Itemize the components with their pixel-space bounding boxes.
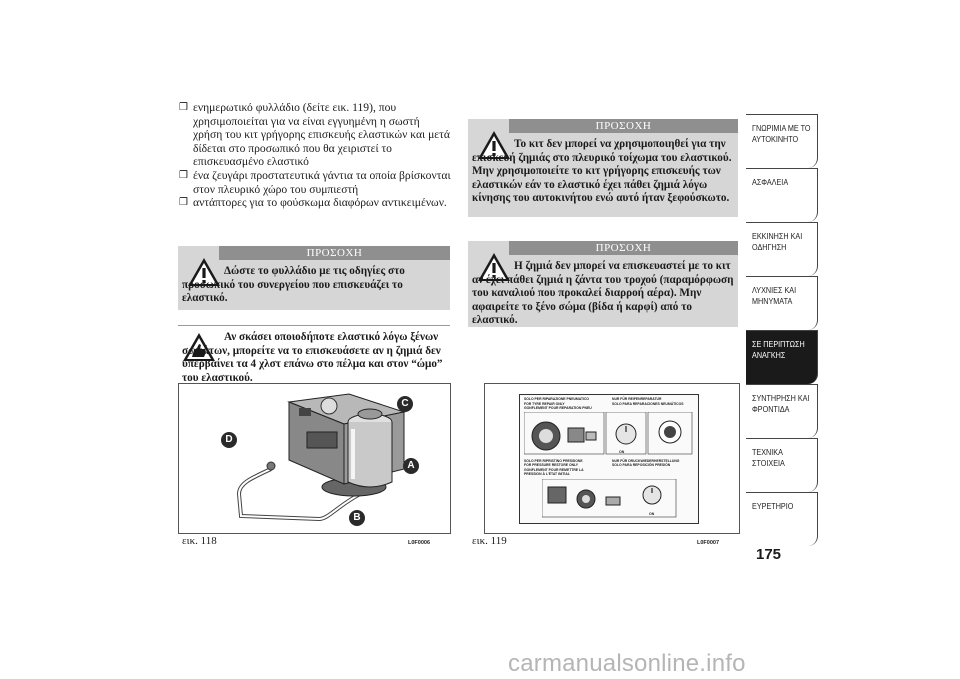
leaflet-repair-panels <box>524 412 693 455</box>
warning-title: ΠΡΟΣΟΧΗ <box>219 246 450 260</box>
figure-118-caption: εικ. 118 <box>182 535 217 547</box>
figure-118-code: L0F0006 <box>408 540 431 546</box>
note-hand-icon <box>183 333 215 361</box>
warning-title: ΠΡΟΣΟΧΗ <box>509 241 738 255</box>
warning-title: ΠΡΟΣΟΧΗ <box>509 119 738 133</box>
marker-a: A <box>403 458 419 474</box>
figure-118-baseline <box>178 533 450 534</box>
leaflet-on-label-bottom: ON <box>649 512 655 516</box>
warning-box: ΠΡΟΣΟΧΗ Το κιτ δεν μπορεί να χρησιμοποιη… <box>468 119 738 217</box>
leaflet-text-bottom-right: NUR FÜR DRUCKWIEDERHERSTELLUNG SOLO PARA… <box>612 459 680 468</box>
warning-triangle-icon <box>478 131 510 159</box>
tab-maintenance-care[interactable]: ΣΥΝΤΗΡΗΣΗ ΚΑΙ ΦΡΟΝΤΙΔΑ <box>746 384 818 438</box>
note-divider <box>178 325 450 326</box>
leaflet-pressure-panel <box>542 479 677 518</box>
tab-lights-messages[interactable]: ΛΥΧΝΙΕΣ ΚΑΙ ΜΗΝΥΜΑΤΑ <box>746 276 818 330</box>
leaflet-text-top-right: NUR FÜR REIFENREPARATUR SOLO PARA REPARA… <box>612 397 684 406</box>
figure-119: SOLO PER RIPARAZIONE PNEUMATICO FOR TYRE… <box>484 383 740 534</box>
bullet-box-icon: ❒ <box>179 102 188 113</box>
list-item: ❒ ένα ζευγάρι προστατευτικά γάντια τα οπ… <box>179 168 451 196</box>
list-item: ❒ αντάπτορες για το φούσκωμα διαφόρων αν… <box>179 196 447 210</box>
warning-text: Δώστε το φυλλάδιο με τις οδηγίες στο προ… <box>182 265 405 305</box>
compressor-illustration <box>236 393 406 522</box>
tab-starting-driving[interactable]: ΕΚΚΙΝΗΣΗ ΚΑΙ ΟΔΗΓΗΣΗ <box>746 222 818 276</box>
bullet-box-icon: ❒ <box>179 169 188 181</box>
leaflet-on-label-top: ON <box>619 450 625 454</box>
tab-vehicle-familiarity[interactable]: ΓΝΩΡΙΜΙΑ ΜΕ ΤΟ ΑΥΤΟΚΙΝΗΤΟ <box>746 114 818 168</box>
figure-118: C D A B <box>178 383 451 534</box>
note-text: Αν σκάσει οποιοδήποτε ελαστικό λόγω ξένω… <box>182 331 443 384</box>
bullet-box-icon: ❒ <box>179 197 188 209</box>
warning-text: Η ζημιά δεν μπορεί να επισκευαστεί με το… <box>472 260 734 327</box>
list-item: ❒ ενημερωτικό φυλλάδιο (δείτε εικ. 119),… <box>179 101 450 169</box>
warning-text: Το κιτ δεν μπορεί να χρησιμοποιηθεί για … <box>472 138 732 205</box>
tab-index[interactable]: ΕΥΡΕΤΗΡΙΟ <box>746 492 818 546</box>
tab-emergency[interactable]: ΣΕ ΠΕΡΙΠΤΩΣΗ ΑΝΑΓΚΗΣ <box>746 330 818 384</box>
warning-box: ΠΡΟΣΟΧΗ Η ζημιά δεν μπορεί να επισκευαστ… <box>468 241 738 327</box>
figure-119-baseline <box>484 533 739 534</box>
accessory-list: ❒ ενημερωτικό φυλλάδιο (δείτε εικ. 119),… <box>179 101 451 210</box>
warning-box: ΠΡΟΣΟΧΗ Δώστε το φυλλάδιο με τις οδηγίες… <box>178 246 450 310</box>
marker-c: C <box>397 396 413 412</box>
marker-b: B <box>349 510 365 526</box>
tab-technical-data[interactable]: ΤΕΧΝΙΚΑ ΣΤΟΙΧΕΙΑ <box>746 438 818 492</box>
warning-triangle-icon <box>478 253 510 281</box>
warning-triangle-icon <box>188 258 220 286</box>
tab-safety[interactable]: ΑΣΦΑΛΕΙΑ <box>746 168 818 222</box>
leaflet: SOLO PER RIPARAZIONE PNEUMATICO FOR TYRE… <box>519 394 699 524</box>
figure-119-caption: εικ. 119 <box>472 535 507 547</box>
leaflet-text-bottom-left: SOLO PER RIPRISTINO PRESSIONE FOR PRESSU… <box>524 459 584 477</box>
figure-119-code: L0F0007 <box>697 540 720 546</box>
leaflet-text-top-left: SOLO PER RIPARAZIONE PNEUMATICO FOR TYRE… <box>524 397 592 411</box>
page-number: 175 <box>756 546 782 563</box>
watermark: carmanualsonline.info <box>508 650 746 677</box>
marker-d: D <box>221 432 237 448</box>
